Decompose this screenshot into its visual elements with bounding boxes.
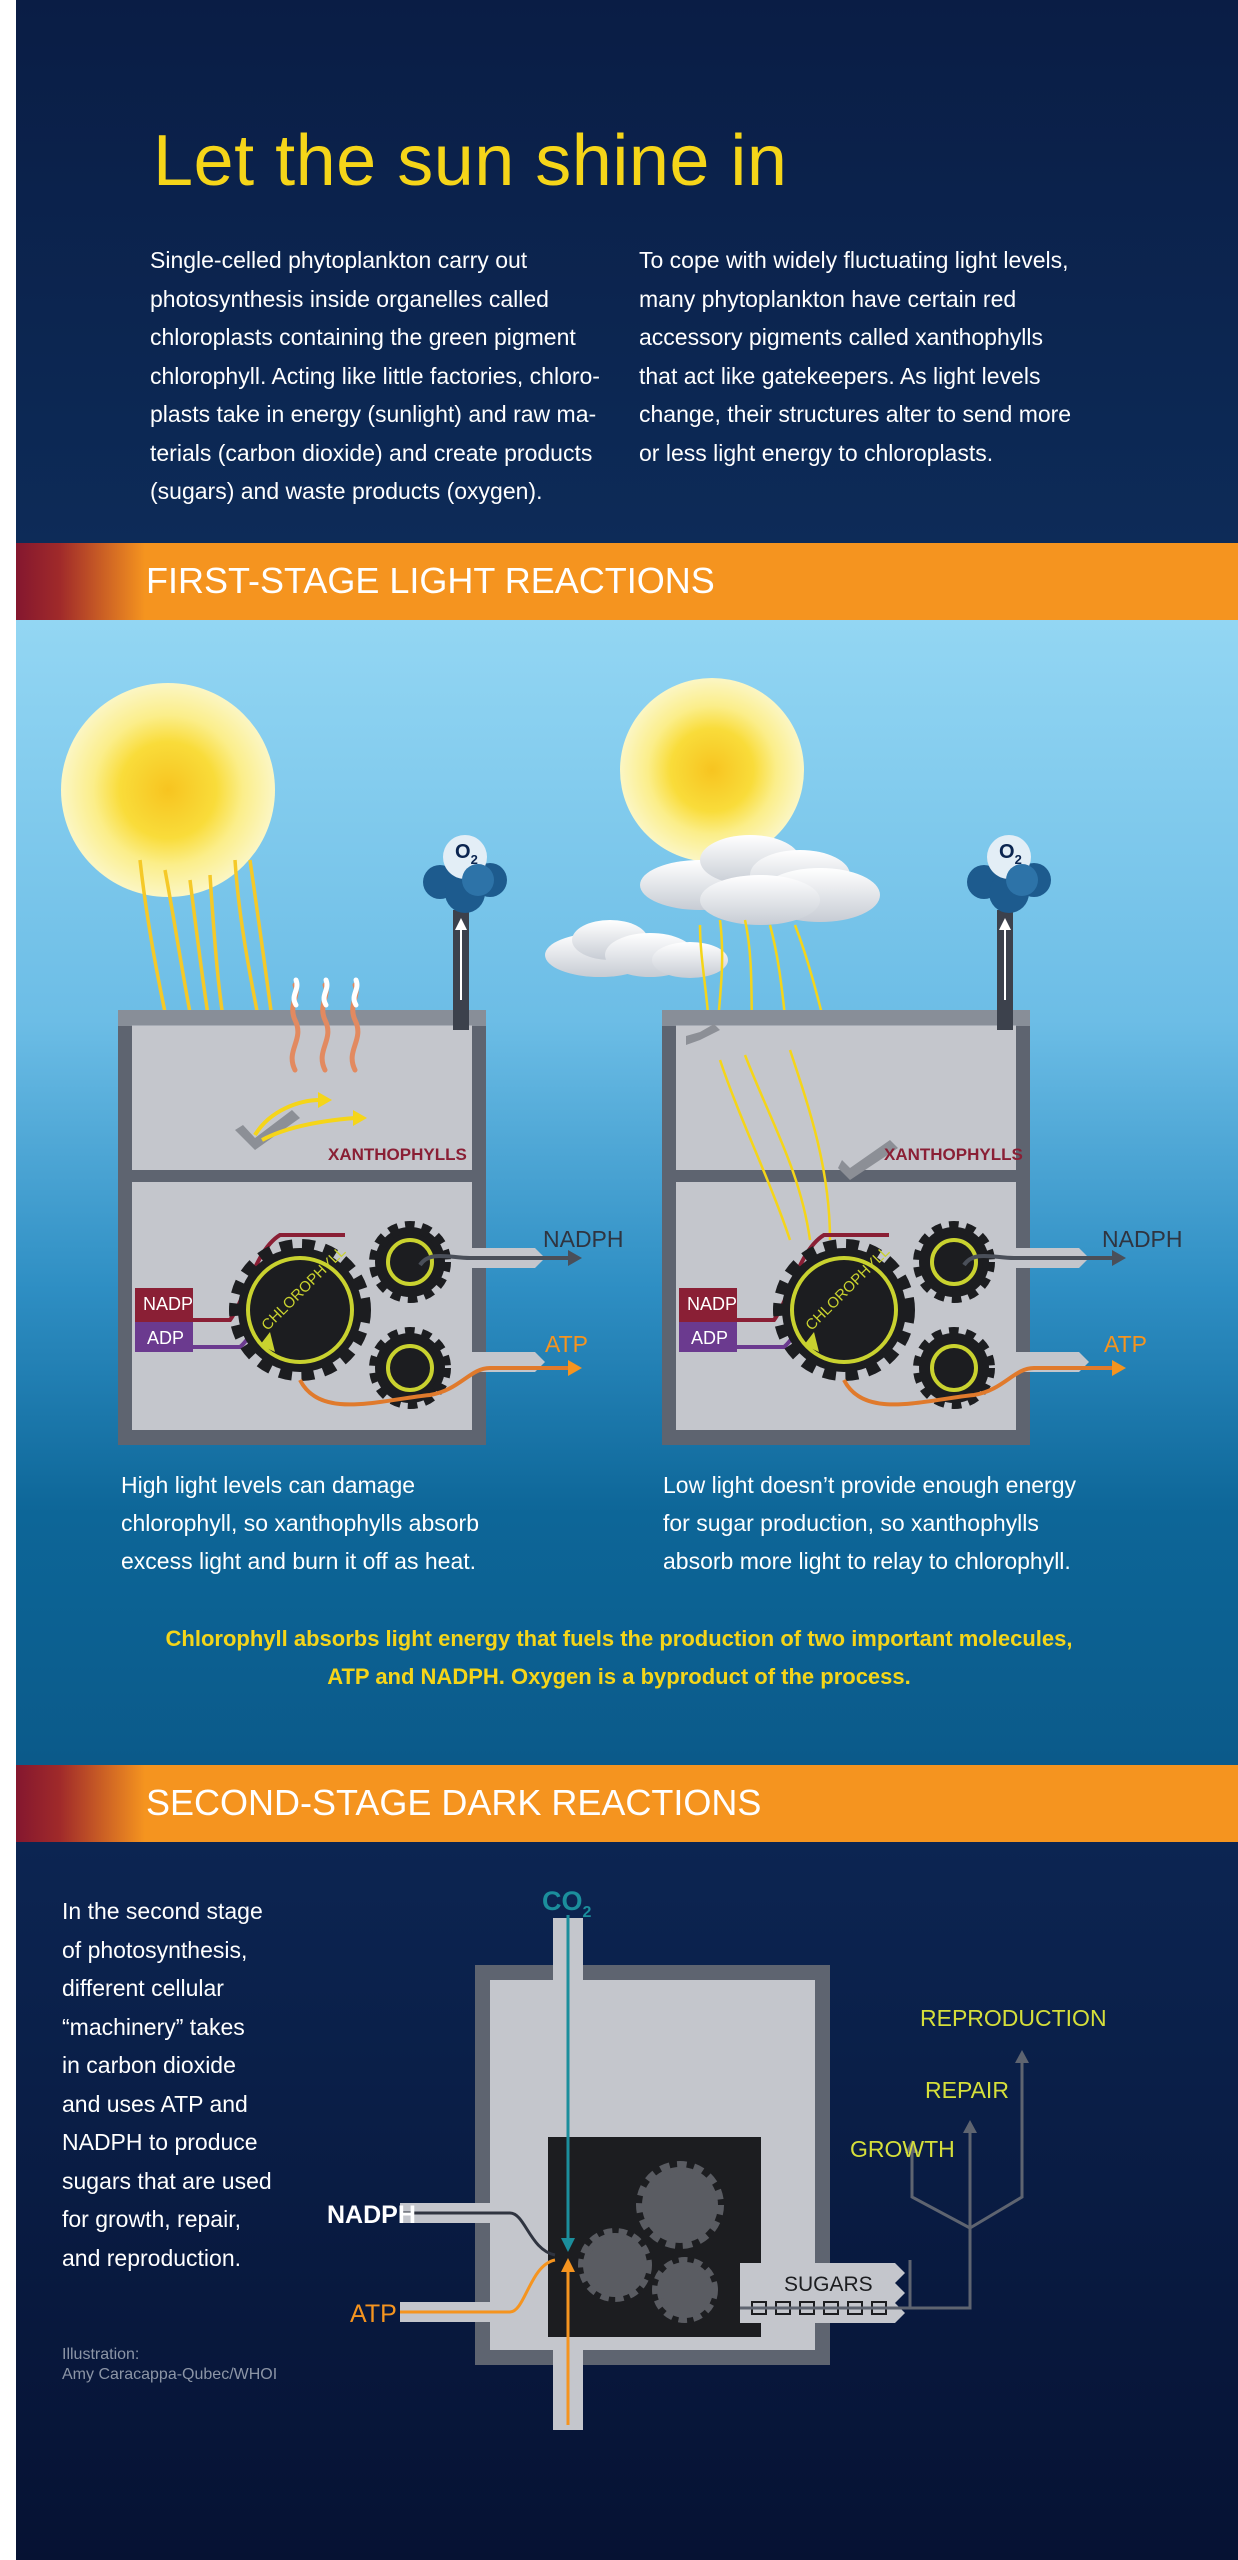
adp-label: ADP	[147, 1328, 184, 1348]
caption-line: High light levels can damage	[121, 1472, 416, 1498]
stage2-heading-band	[0, 1765, 1238, 1842]
text-line: NADPH to produce	[62, 2129, 258, 2155]
oxygen-cloud	[967, 835, 1051, 913]
intro-line: change, their structures alter to send m…	[639, 401, 1072, 427]
cloud-icon	[545, 920, 728, 978]
text-line: of photosynthesis,	[62, 1936, 248, 1963]
oxygen-cloud	[423, 835, 507, 913]
low-light-caption: Low light doesn’t provide enough energy …	[663, 1466, 1183, 1580]
dark-reactions-diagram: CO2 NADPH ATP SUGARS GROWTH REPAIR REPRO…	[327, 1886, 1107, 2430]
xanthophyll-gate	[838, 1140, 898, 1180]
dark-reactions-text: In the second stage of photosynthesis, d…	[62, 1892, 322, 2277]
xanthophyll-gate	[235, 1110, 300, 1150]
small-gear-top	[369, 1221, 451, 1303]
xanthophylls-label: XANTHOPHYLLS	[328, 1145, 467, 1164]
sun-icon	[61, 683, 275, 897]
caption-line: excess light and burn it off as heat.	[121, 1548, 477, 1574]
intro-line: chloroplasts containing the green pigmen…	[150, 324, 576, 350]
intro-line: chlorophyll. Acting like little factorie…	[150, 362, 600, 389]
caption-line: chlorophyll, so xanthophylls absorb	[121, 1510, 479, 1536]
chlorophyll-gear	[773, 1239, 915, 1381]
text-line: different cellular	[62, 1975, 224, 2001]
small-gear-top	[913, 1221, 995, 1303]
intro-line: that act like gatekeepers. As light leve…	[639, 362, 1041, 389]
caption-line: Low light doesn’t provide enough energy	[663, 1472, 1077, 1498]
atp-input-label: ATP	[350, 2300, 397, 2328]
stage2-heading: SECOND-STAGE DARK REACTIONS	[146, 1782, 762, 1823]
sugars-label: SUGARS	[784, 2273, 873, 2296]
intro-line: plasts take in energy (sunlight) and raw…	[150, 401, 597, 427]
credit-line: Illustration:	[62, 2346, 140, 2363]
small-gear-bottom	[369, 1327, 451, 1409]
intro-right: To cope with widely fluctuating light le…	[639, 241, 1139, 472]
illustration-credit: Illustration: Amy Caracappa-Qubec/WHOI	[62, 2345, 322, 2385]
repair-label: REPAIR	[925, 2077, 1009, 2103]
nadph-input-label: NADPH	[327, 2201, 416, 2229]
intro-line: (sugars) and waste products (oxygen).	[150, 478, 543, 504]
xanthophylls-label: XANTHOPHYLLS	[884, 1145, 1023, 1164]
text-line: In the second stage	[62, 1898, 263, 1924]
stage1-heading-band	[0, 543, 1238, 620]
adp-tag	[679, 1322, 737, 1352]
text-line: and uses ATP and	[62, 2090, 248, 2117]
co2-label: CO2	[542, 1886, 592, 1921]
intro-line: To cope with widely fluctuating light le…	[639, 247, 1069, 273]
text-line: and reproduction.	[62, 2244, 242, 2271]
left-edge-strip	[0, 0, 16, 2560]
atp-label: ATP	[1104, 1331, 1147, 1357]
text-line: “machinery” takes	[62, 2013, 245, 2040]
nadp-label: NADP	[687, 1294, 737, 1314]
reproduction-label: REPRODUCTION	[920, 2005, 1107, 2031]
light-reactions-summary: Chlorophyll absorbs light energy that fu…	[60, 1620, 1178, 1696]
intro-line: Single-celled phytoplankton carry out	[150, 247, 528, 273]
sun-icon	[620, 678, 804, 862]
oxygen-label: O2	[999, 841, 1022, 867]
growth-label: GROWTH	[850, 2136, 955, 2162]
high-light-panel: O2 XANTHOPHYLLS NADP ADP	[61, 683, 624, 1445]
intro-line: or less light energy to chloroplasts.	[639, 439, 994, 466]
adp-label: ADP	[691, 1328, 728, 1348]
caption-line: absorb more light to relay to chlorophyl…	[663, 1548, 1071, 1574]
text-line: in carbon dioxide	[62, 2052, 236, 2078]
cloud-icon	[640, 835, 880, 925]
intro-line: accessory pigments called xanthophylls	[639, 324, 1043, 350]
nadph-label: NADPH	[543, 1226, 624, 1252]
atp-label: ATP	[545, 1331, 588, 1357]
small-gear-bottom	[913, 1327, 995, 1409]
stage1-heading: FIRST-STAGE LIGHT REACTIONS	[146, 560, 715, 601]
adp-tag	[135, 1322, 193, 1352]
nadp-tag	[679, 1288, 737, 1318]
intro-line: terials (carbon dioxide) and create prod…	[150, 439, 593, 466]
low-light-panel: O2 XANTHOPHYLLS NADP ADP CHLOROPHYLL	[545, 678, 1183, 1445]
light-reactions-diagram: O2 XANTHOPHYLLS NADP ADP	[61, 678, 1183, 1445]
nadp-tag	[135, 1288, 193, 1318]
header-background	[0, 0, 1238, 545]
nadp-label: NADP	[143, 1294, 193, 1314]
text-line: for growth, repair,	[62, 2206, 241, 2232]
intro-left: Single-celled phytoplankton carry out ph…	[150, 241, 620, 511]
credit-line: Amy Caracappa-Qubec/WHOI	[62, 2366, 278, 2383]
chlorophyll-gear	[229, 1239, 371, 1381]
summary-line: Chlorophyll absorbs light energy that fu…	[165, 1626, 1073, 1651]
caption-line: for sugar production, so xanthophylls	[663, 1510, 1039, 1536]
oxygen-label: O2	[455, 841, 478, 867]
text-line: sugars that are used	[62, 2167, 272, 2194]
page-title: Let the sun shine in	[153, 121, 788, 201]
intro-line: photosynthesis inside organelles called	[150, 285, 549, 312]
nadph-label: NADPH	[1102, 1226, 1183, 1252]
summary-line: ATP and NADPH. Oxygen is a byproduct of …	[327, 1664, 911, 1689]
intro-line: many phytoplankton have certain red	[639, 285, 1017, 312]
high-light-caption: High light levels can damage chlorophyll…	[121, 1466, 601, 1580]
